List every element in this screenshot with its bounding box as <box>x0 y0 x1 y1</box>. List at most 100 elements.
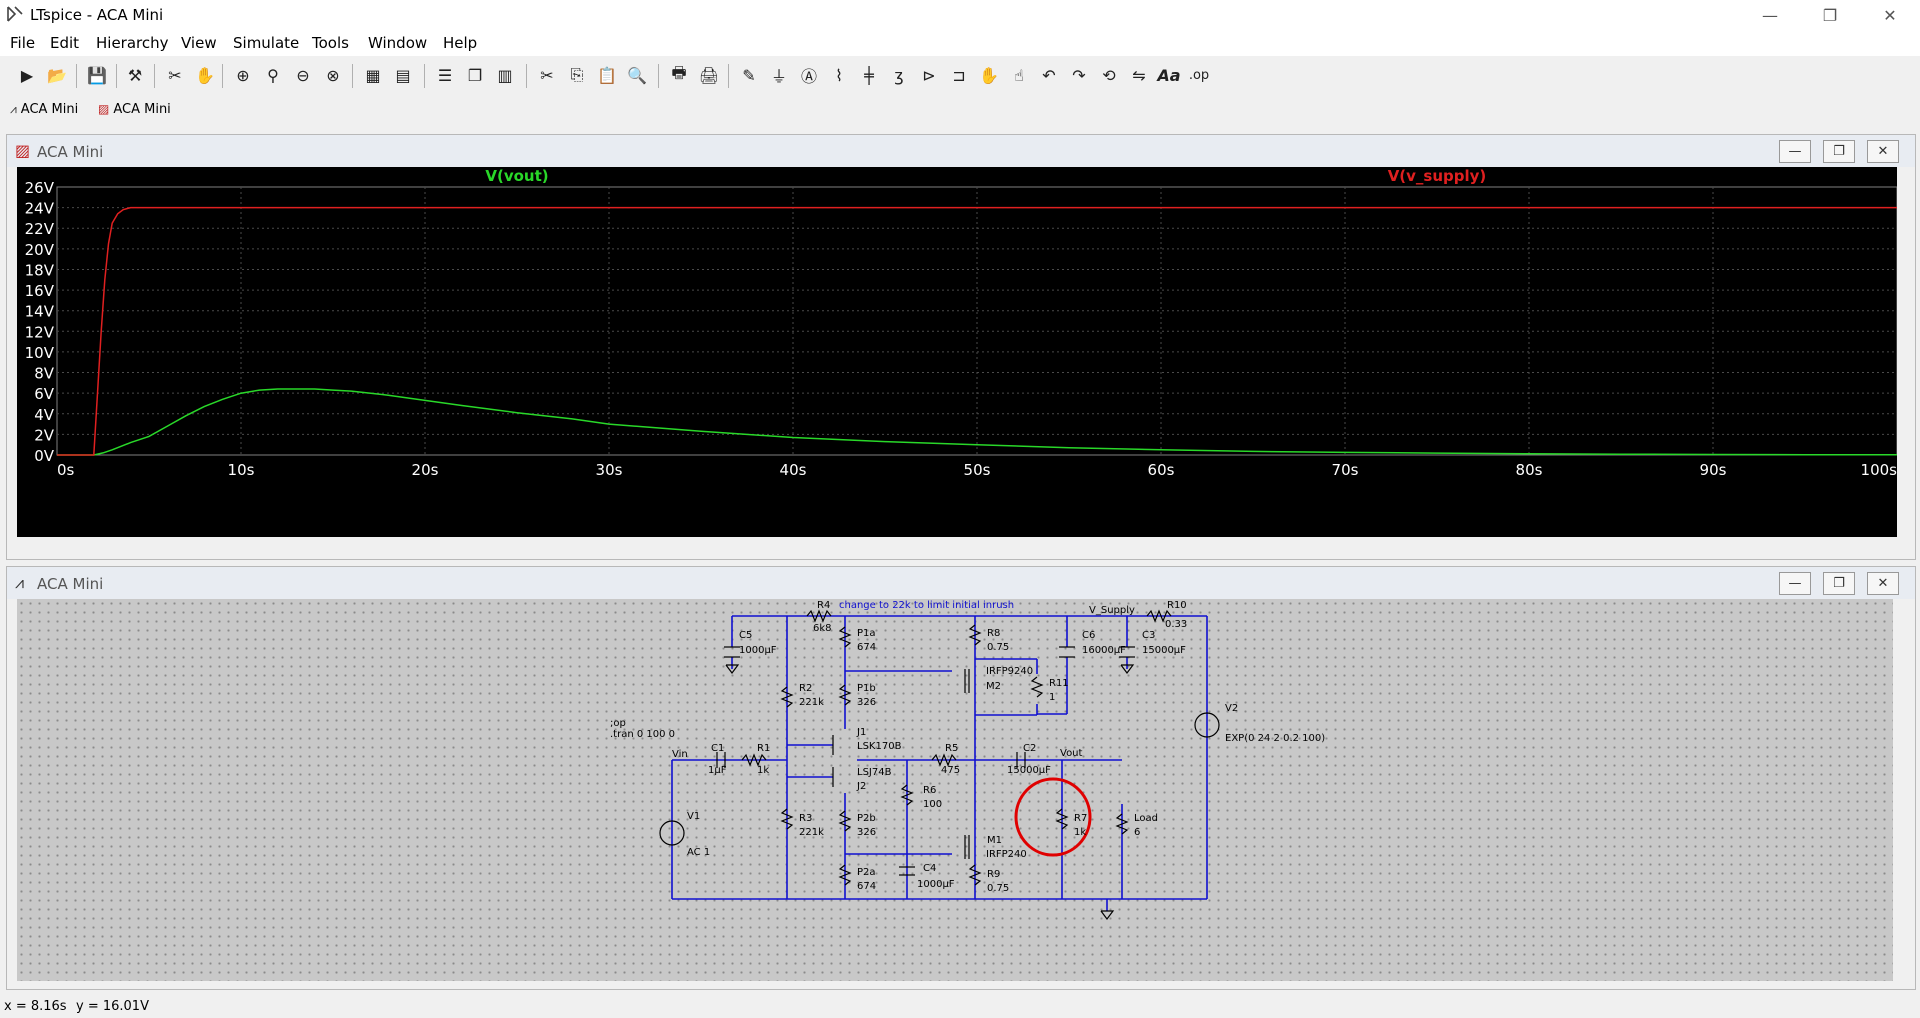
y-tick-label: 8V <box>34 365 55 383</box>
tile-horizontal-icon[interactable]: ☰ <box>437 65 453 85</box>
label-V2: V2 <box>1225 703 1238 714</box>
label-C6-value: 16000µF <box>1082 645 1126 656</box>
y-tick-label: 12V <box>25 323 55 341</box>
schematic-drawing[interactable]: R4 change to 22k to limit initial inrush… <box>17 599 1893 981</box>
label-R4-value: 6k8 <box>813 623 832 634</box>
tile-vertical-icon[interactable]: ▥ <box>497 65 513 85</box>
zoom-box-icon[interactable]: ⚲ <box>267 65 279 85</box>
label-P1b: P1b <box>857 683 876 694</box>
label-P2b-value: 326 <box>857 827 876 838</box>
x-tick-label: 50s <box>964 461 991 479</box>
menu-hierarchy[interactable]: Hierarchy <box>96 34 169 52</box>
paste-icon[interactable]: 📋 <box>597 65 617 85</box>
label-R4: R4 <box>817 600 830 611</box>
run-icon[interactable]: ▶ <box>20 65 34 85</box>
menu-edit[interactable]: Edit <box>50 34 80 52</box>
label-R7: R7 <box>1074 813 1087 824</box>
zoom-in-icon[interactable]: ⊕ <box>236 65 250 85</box>
label-R3: R3 <box>799 813 812 824</box>
tran-directive[interactable]: .tran 0 100 0 <box>610 729 675 740</box>
label-V_Supply: V_Supply <box>1089 605 1135 616</box>
schematic-maximize-button[interactable]: ❐ <box>1823 572 1855 595</box>
waveform-icon: ▨ <box>15 141 31 160</box>
cascade-icon[interactable]: ❐ <box>467 65 483 85</box>
minimize-button[interactable]: — <box>1762 5 1778 25</box>
waveform-window-titlebar[interactable]: ▨ ACA Mini — ❐ ✕ <box>7 135 1915 167</box>
label-P1b-value: 326 <box>857 697 876 708</box>
rotate-icon[interactable]: ⟲ <box>1102 65 1116 85</box>
y-tick-label: 26V <box>25 179 55 197</box>
waveform-maximize-button[interactable]: ❐ <box>1823 140 1855 163</box>
component-symbols <box>659 609 1220 920</box>
move-icon[interactable]: ✋ <box>979 65 999 85</box>
ltspice-logo-icon <box>7 6 23 22</box>
draw-wire-icon[interactable]: ✎ <box>742 65 756 85</box>
plot-settings-icon[interactable]: ▤ <box>395 65 411 85</box>
autorange-icon[interactable]: ▦ <box>365 65 381 85</box>
waveform-minimize-button[interactable]: — <box>1779 140 1811 163</box>
resistor-icon[interactable]: ⌇ <box>835 65 843 85</box>
control-panel-icon[interactable]: ⚒ <box>127 65 143 85</box>
ground-icon[interactable]: ⏚ <box>770 67 787 86</box>
inductor-icon[interactable]: ʒ <box>894 65 904 85</box>
open-icon[interactable]: 📂 <box>47 65 67 85</box>
undo-icon[interactable]: ↶ <box>1042 65 1056 85</box>
menu-help[interactable]: Help <box>443 34 478 52</box>
y-tick-label: 20V <box>25 241 55 259</box>
schematic-window[interactable]: ⩘ ACA Mini — ❐ ✕ <box>6 566 1916 990</box>
menu-bar: File Edit Hierarchy View Simulate Tools … <box>0 30 1920 56</box>
label-P1a-value: 674 <box>857 642 876 653</box>
tab-waveform[interactable]: ▨ ACA Mini <box>98 98 171 120</box>
tab-schematic[interactable]: ⩘ ACA Mini <box>10 98 78 120</box>
schematic-close-button[interactable]: ✕ <box>1867 572 1899 595</box>
schematic-window-titlebar[interactable]: ⩘ ACA Mini — ❐ ✕ <box>7 567 1915 599</box>
label-R2-value: 221k <box>799 697 824 708</box>
label-R1-value: 1k <box>757 765 769 776</box>
schematic-minimize-button[interactable]: — <box>1779 572 1811 595</box>
drag-icon[interactable]: ☝ <box>1014 65 1024 85</box>
label-R10-value: 0.33 <box>1165 619 1187 630</box>
halt-icon[interactable]: ✂ <box>168 65 182 85</box>
schematic-window-title: ACA Mini <box>37 575 104 593</box>
label-R5: R5 <box>945 743 958 754</box>
menu-window[interactable]: Window <box>368 34 428 52</box>
copy-icon[interactable]: ⎘ <box>570 65 584 84</box>
op-directive[interactable]: ;op <box>610 718 626 729</box>
menu-simulate[interactable]: Simulate <box>233 34 300 52</box>
waveform-close-button[interactable]: ✕ <box>1867 140 1899 163</box>
label-P2a: P2a <box>857 867 876 878</box>
trace-label-vsupply: V(v_supply) <box>1388 167 1487 185</box>
label-M1: M1 <box>987 835 1002 846</box>
wires <box>671 615 1208 911</box>
capacitor-icon[interactable]: ╪ <box>864 65 874 85</box>
spice-directive-icon[interactable]: .op <box>1188 67 1210 83</box>
restore-button[interactable]: ❐ <box>1822 5 1838 25</box>
print-icon[interactable]: 🖶 <box>671 62 687 82</box>
text-icon[interactable]: Aa <box>1157 65 1181 85</box>
find-icon[interactable]: 🔍 <box>627 65 647 85</box>
redo-icon[interactable]: ↷ <box>1072 65 1086 85</box>
zoom-cancel-icon[interactable]: ⊗ <box>326 65 340 85</box>
y-tick-label: 4V <box>34 406 55 424</box>
label-net-icon[interactable]: Ⓐ <box>800 67 817 86</box>
component-icon[interactable]: ⊐ <box>952 65 966 85</box>
zoom-out-icon[interactable]: ⊖ <box>296 65 310 85</box>
print-preview-icon[interactable]: 🖨 <box>698 65 720 85</box>
y-tick-label: 16V <box>25 282 55 300</box>
menu-file[interactable]: File <box>10 34 36 52</box>
menu-tools[interactable]: Tools <box>312 34 349 52</box>
save-icon[interactable]: 💾 <box>87 65 107 85</box>
label-M2: M2 <box>986 681 1001 692</box>
pan-hand-icon[interactable]: ✋ <box>195 65 215 85</box>
toolbar-separator <box>352 64 353 88</box>
diode-icon[interactable]: ⊳ <box>922 65 936 85</box>
schematic-canvas[interactable]: R4 change to 22k to limit initial inrush… <box>17 599 1893 981</box>
mirror-icon[interactable]: ⇋ <box>1132 65 1146 85</box>
close-button[interactable]: ✕ <box>1883 5 1897 25</box>
cut-icon[interactable]: ✂ <box>540 65 554 85</box>
toolbar-separator <box>728 64 729 88</box>
menu-view[interactable]: View <box>181 34 217 52</box>
